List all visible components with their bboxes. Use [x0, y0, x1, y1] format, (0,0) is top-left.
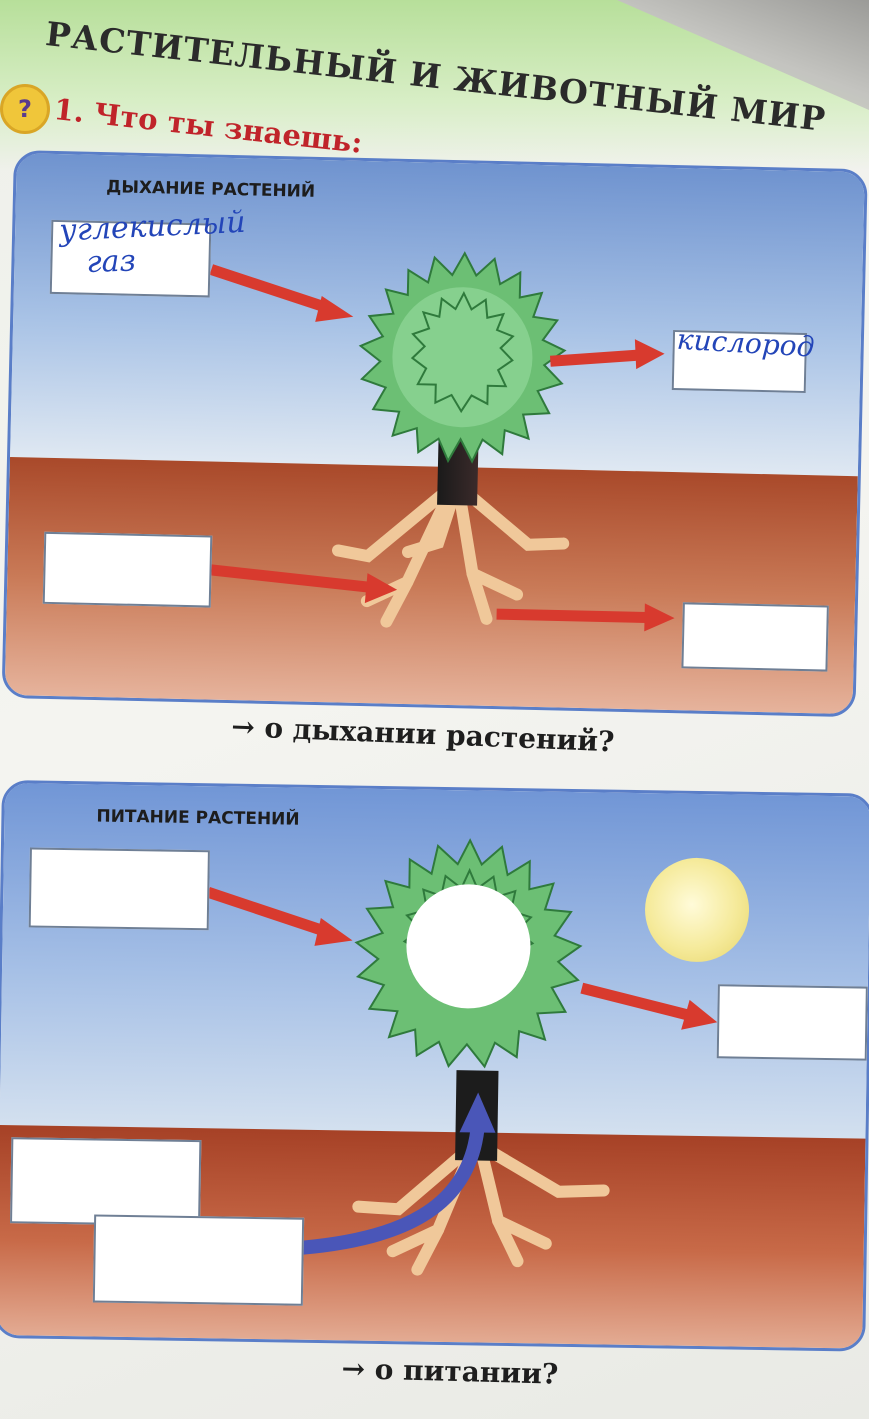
nutrition-diagram — [206, 838, 718, 1276]
red-arrow-air-in — [209, 264, 354, 322]
breathing-panel: ДЫХАНИЕ РАСТЕНИЙ — [1, 150, 868, 718]
nutrition-panel: ПИТАНИЕ РАСТЕНИЙ — [0, 780, 869, 1352]
answer-box-air-in[interactable] — [28, 847, 210, 931]
red-arrow-soil-out — [496, 603, 675, 632]
handwritten-answer-air-in-line2: газ — [85, 243, 137, 280]
handwritten-answer-air-out: кислород — [675, 322, 816, 364]
tree-crown-icon — [354, 838, 583, 1069]
answer-box-air-out[interactable] — [716, 984, 868, 1061]
handwritten-answer-air-in-line1: углекислый — [58, 204, 247, 249]
red-arrow-air-out — [549, 339, 665, 370]
roots-icon — [331, 486, 570, 628]
question-badge-icon: ? — [0, 84, 50, 134]
answer-box-soil-in[interactable] — [42, 531, 213, 608]
blank-crown-circle[interactable] — [405, 883, 531, 1009]
answer-box-soil-out[interactable] — [681, 602, 829, 672]
roots-icon — [352, 1144, 610, 1276]
answer-box-soil-upper[interactable] — [10, 1137, 202, 1227]
breathing-diagram — [206, 251, 675, 632]
red-arrow-air-in — [206, 887, 353, 946]
nutrition-question: → о питании? — [341, 1352, 559, 1391]
tree-crown-icon — [358, 251, 567, 464]
question-badge-label: ? — [18, 95, 32, 123]
answer-box-soil-lower[interactable] — [92, 1214, 305, 1306]
red-arrow-air-out — [580, 982, 718, 1030]
red-arrow-soil-in — [206, 564, 398, 604]
blue-arrow-soil-up — [301, 1092, 496, 1255]
